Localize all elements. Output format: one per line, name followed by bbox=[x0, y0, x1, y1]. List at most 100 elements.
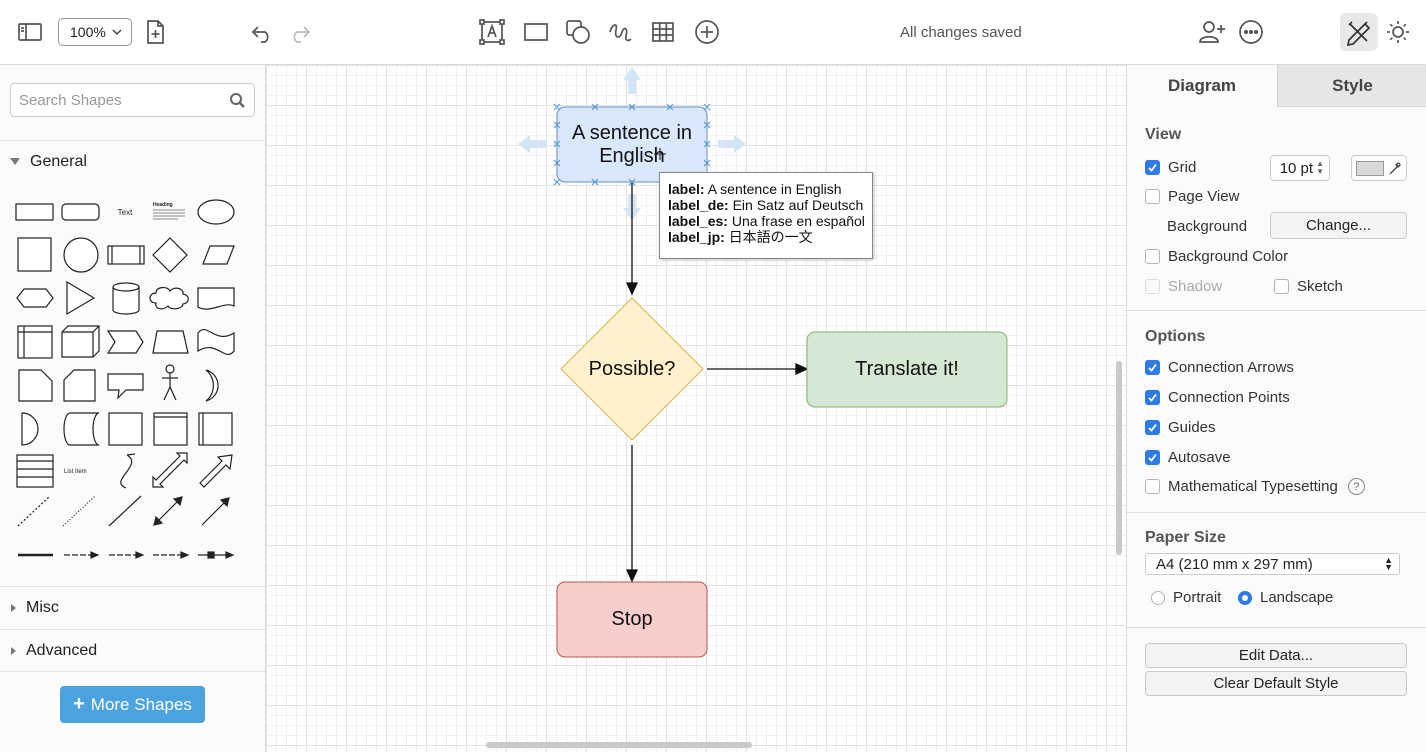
more-icon[interactable] bbox=[1236, 14, 1266, 50]
shape-note[interactable] bbox=[18, 369, 53, 402]
help-icon[interactable]: ? bbox=[1347, 478, 1365, 495]
grid-checkbox[interactable] bbox=[1145, 160, 1160, 175]
shape-triangle[interactable] bbox=[66, 280, 96, 316]
arrow-right-icon[interactable] bbox=[718, 135, 746, 153]
shape-cube[interactable] bbox=[61, 325, 100, 358]
background-color-checkbox[interactable] bbox=[1145, 249, 1160, 264]
freehand-icon[interactable] bbox=[604, 14, 636, 50]
shape-connector-symbol[interactable] bbox=[198, 551, 235, 559]
tab-style[interactable]: Style bbox=[1277, 65, 1426, 107]
node-decision[interactable] bbox=[560, 297, 704, 441]
new-page-icon[interactable] bbox=[142, 14, 168, 50]
shape-or[interactable] bbox=[205, 369, 219, 402]
insert-icon[interactable] bbox=[692, 14, 722, 50]
shape-ellipse[interactable] bbox=[197, 199, 235, 225]
arrow-up-icon[interactable] bbox=[623, 67, 641, 94]
shape-delay[interactable] bbox=[21, 412, 39, 446]
zoom-dropdown[interactable]: 100% bbox=[58, 18, 132, 46]
shape-list[interactable] bbox=[16, 454, 54, 488]
section-advanced-header[interactable]: Advanced bbox=[0, 629, 265, 671]
format-toggle-button[interactable] bbox=[1340, 13, 1378, 51]
shape-tape[interactable] bbox=[197, 329, 235, 355]
portrait-radio[interactable] bbox=[1151, 590, 1165, 605]
shape-rounded-rectangle[interactable] bbox=[61, 203, 100, 221]
autosave-checkbox[interactable] bbox=[1145, 450, 1160, 465]
shape-dashed-line[interactable] bbox=[17, 495, 51, 527]
change-background-button[interactable]: Change... bbox=[1270, 212, 1407, 239]
connection-points-checkbox[interactable] bbox=[1145, 390, 1160, 405]
diagram-canvas[interactable]: A sentence in English Possible? Translat… bbox=[266, 65, 1126, 752]
section-general-header[interactable]: General bbox=[0, 140, 265, 182]
shape-list-item[interactable]: List Item bbox=[64, 469, 87, 475]
shape-data-storage[interactable] bbox=[63, 412, 100, 446]
share-icon[interactable] bbox=[1196, 14, 1228, 50]
shape-arrow[interactable] bbox=[199, 454, 233, 488]
shape-circle[interactable] bbox=[63, 237, 99, 273]
connection-arrows-checkbox[interactable] bbox=[1145, 360, 1160, 375]
shape-text[interactable]: Text bbox=[118, 208, 133, 217]
shape-vertical-container[interactable] bbox=[198, 412, 233, 446]
grid-size-input[interactable]: 10 pt ▲▼ bbox=[1270, 155, 1330, 181]
shape-cloud[interactable] bbox=[149, 286, 189, 310]
guides-checkbox[interactable] bbox=[1145, 420, 1160, 435]
shape-swimlane[interactable] bbox=[153, 412, 188, 446]
shape-container[interactable] bbox=[108, 412, 143, 446]
arrow-left-icon[interactable] bbox=[518, 135, 546, 153]
shape-process[interactable] bbox=[107, 245, 145, 265]
shape-hexagon[interactable] bbox=[16, 288, 54, 308]
shape-internal-storage[interactable] bbox=[17, 325, 53, 359]
shape-line[interactable] bbox=[108, 495, 142, 527]
format-panel-icon[interactable] bbox=[14, 14, 46, 50]
expand-icon bbox=[10, 158, 20, 165]
section-misc-header[interactable]: Misc bbox=[0, 586, 265, 628]
shape-rectangle[interactable] bbox=[15, 203, 54, 221]
data-tooltip: label: A sentence in English label_de: E… bbox=[659, 172, 873, 259]
edit-data-button[interactable]: Edit Data... bbox=[1145, 643, 1407, 668]
shape-card[interactable] bbox=[63, 369, 96, 402]
sketch-checkbox[interactable] bbox=[1274, 279, 1289, 294]
undo-icon[interactable] bbox=[248, 14, 276, 50]
clear-default-style-button[interactable]: Clear Default Style bbox=[1145, 671, 1407, 696]
search-input[interactable] bbox=[11, 84, 211, 116]
node-stop[interactable] bbox=[556, 581, 708, 658]
shape-connector-arrow[interactable] bbox=[64, 551, 100, 559]
shape-connector-two-labels[interactable] bbox=[153, 551, 190, 559]
shape-diamond[interactable] bbox=[152, 237, 188, 273]
node-translate[interactable] bbox=[806, 331, 1008, 408]
vertical-scrollbar[interactable] bbox=[1116, 361, 1122, 555]
paper-size-select[interactable]: A4 (210 mm x 297 mm) ▲▼ bbox=[1145, 553, 1400, 575]
shape-connector-label[interactable] bbox=[109, 551, 145, 559]
shape-bidirectional-arrow[interactable] bbox=[152, 452, 188, 488]
shape-actor[interactable] bbox=[162, 364, 178, 401]
search-icon[interactable] bbox=[229, 92, 246, 109]
shape-step[interactable] bbox=[106, 330, 144, 354]
more-shapes-button[interactable]: + More Shapes bbox=[60, 686, 205, 723]
table-icon[interactable] bbox=[648, 14, 678, 50]
landscape-radio[interactable] bbox=[1238, 590, 1252, 605]
shape-callout[interactable] bbox=[107, 373, 144, 400]
shape-curve[interactable] bbox=[120, 453, 136, 489]
tooltip-row: label_de: Ein Satz auf Deutsch bbox=[668, 197, 864, 213]
sketch-row: Sketch bbox=[1274, 278, 1343, 295]
redo-icon[interactable] bbox=[286, 14, 314, 50]
tab-diagram[interactable]: Diagram bbox=[1127, 65, 1277, 107]
shape-trapezoid[interactable] bbox=[152, 330, 189, 354]
shape-directional-connector[interactable] bbox=[201, 497, 230, 526]
grid-color-picker[interactable] bbox=[1351, 155, 1407, 181]
shape-document[interactable] bbox=[197, 287, 235, 310]
text-icon[interactable] bbox=[476, 14, 508, 50]
shapes-icon[interactable] bbox=[562, 14, 594, 50]
stepper-icon[interactable]: ▲▼ bbox=[1316, 159, 1324, 176]
shape-square[interactable] bbox=[17, 237, 52, 272]
shape-dotted-line[interactable] bbox=[62, 495, 96, 527]
shape-parallelogram[interactable] bbox=[202, 245, 235, 265]
page-view-checkbox[interactable] bbox=[1145, 189, 1160, 204]
theme-icon[interactable] bbox=[1384, 14, 1412, 50]
shape-heading[interactable]: Heading bbox=[153, 202, 185, 220]
shape-bidirectional-connector[interactable] bbox=[153, 496, 183, 526]
rectangle-icon[interactable] bbox=[520, 14, 552, 50]
horizontal-scrollbar[interactable] bbox=[486, 742, 752, 748]
math-typesetting-checkbox[interactable] bbox=[1145, 479, 1160, 494]
shape-cylinder[interactable] bbox=[112, 282, 140, 315]
eyedropper-icon[interactable] bbox=[1387, 161, 1402, 176]
